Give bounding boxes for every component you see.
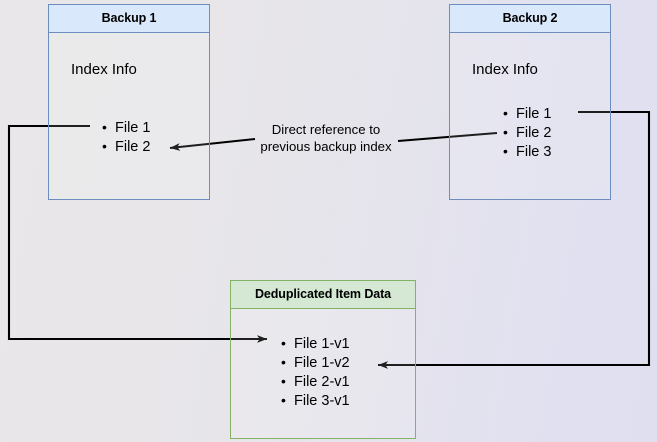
node-backup-1-header: Backup 1 — [49, 5, 209, 33]
list-item: File 1 — [102, 118, 151, 138]
node-dedup-header: Deduplicated Item Data — [231, 281, 415, 309]
node-deduplicated-item-data[interactable]: Deduplicated Item Data File 1-v1 File 1-… — [230, 280, 416, 439]
list-item: File 3-v1 — [281, 391, 350, 411]
list-item: File 3 — [503, 142, 552, 162]
list-item: File 2 — [503, 123, 552, 143]
node-dedup-body: File 1-v1 File 1-v2 File 2-v1 File 3-v1 — [231, 309, 415, 439]
list-item: File 2 — [102, 137, 151, 157]
list-item: File 1-v1 — [281, 334, 350, 354]
backup-1-index-info-label: Index Info — [71, 60, 137, 78]
backup-2-index-info-label: Index Info — [472, 60, 538, 78]
list-item: File 1-v2 — [281, 353, 350, 373]
caption-line-2: previous backup index — [260, 138, 392, 154]
node-backup-2-header: Backup 2 — [450, 5, 610, 33]
node-backup-2[interactable]: Backup 2 Index Info File 1 File 2 File 3 — [449, 4, 611, 200]
list-item: File 2-v1 — [281, 372, 350, 392]
backup-1-file-list: File 1 File 2 — [99, 118, 151, 157]
node-backup-1-body: Index Info File 1 File 2 — [49, 33, 209, 200]
dedup-file-list: File 1-v1 File 1-v2 File 2-v1 File 3-v1 — [278, 334, 350, 411]
node-backup-1[interactable]: Backup 1 Index Info File 1 File 2 — [48, 4, 210, 200]
caption-direct-reference: Direct reference to previous backup inde… — [250, 122, 402, 155]
backup-2-file-list: File 1 File 2 File 3 — [500, 104, 552, 162]
caption-line-1: Direct reference to — [271, 122, 381, 137]
node-backup-2-body: Index Info File 1 File 2 File 3 — [450, 33, 610, 200]
list-item: File 1 — [503, 104, 552, 124]
